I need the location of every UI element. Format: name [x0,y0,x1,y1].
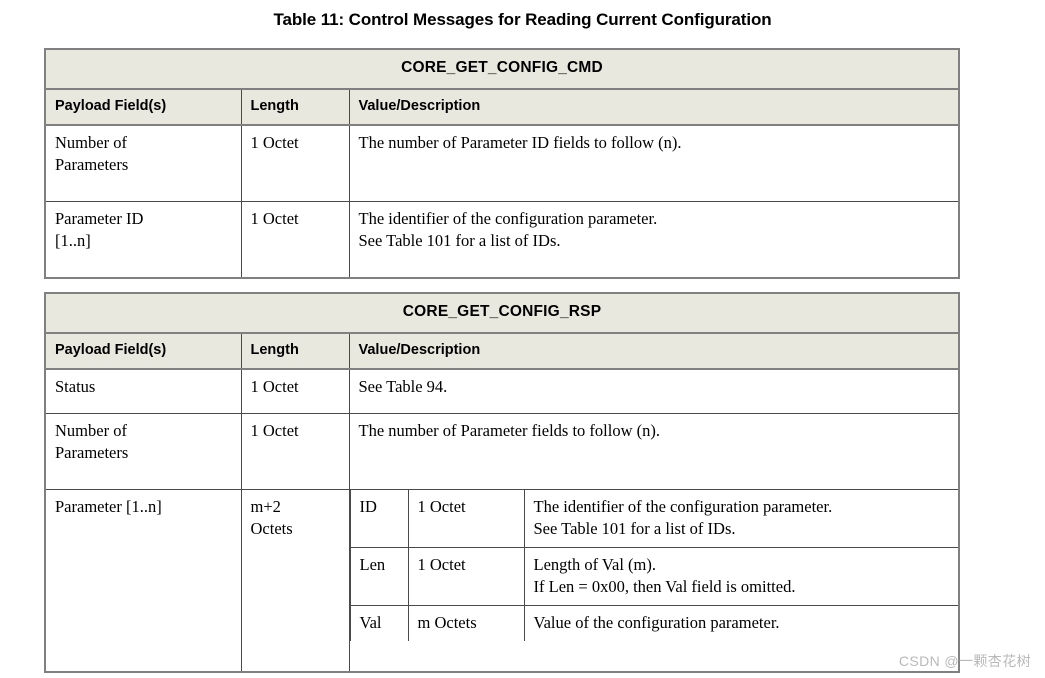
cell-length: 1 Octet [240,368,350,414]
length-line-2: Octets [250,518,293,538]
field-line-2: Parameters [55,442,129,462]
column-header-length: Length [240,332,350,370]
table-row: Parameter ID [1..n] 1 Octet The identifi… [44,200,960,279]
table-core-get-config-rsp: CORE_GET_CONFIG_RSP Payload Field(s) Len… [44,292,961,673]
cell-length: 1 Octet [240,200,350,279]
subrow-val: Val m Octets Value of the configuration … [349,604,959,641]
desc-line-1: The identifier of the configuration para… [358,208,658,228]
table-title-row: CORE_GET_CONFIG_RSP [44,292,960,334]
page-title: Table 11: Control Messages for Reading C… [273,10,772,29]
cell-length: 1 Octet [240,124,350,202]
desc-line-1: The number of Parameter ID fields to fol… [358,132,682,152]
cell-payload-field: Number of Parameters [44,412,242,490]
subfield-name: ID [349,489,409,548]
subrow-id: ID 1 Octet The identifier of the configu… [349,489,959,548]
desc-line-2: See Table 101 for a list of IDs. [533,518,736,538]
subfield-name: Val [349,604,409,641]
table-row: Status 1 Octet See Table 94. [44,368,960,414]
cell-description: The identifier of the configuration para… [348,200,960,279]
column-header-payload-field: Payload Field(s) [44,88,242,126]
cell-length: m+2 Octets [240,488,350,673]
field-line-1: Status [55,376,96,396]
desc-line-1: Value of the configuration parameter. [533,612,780,632]
subfield-length: m Octets [407,604,525,641]
subfield-length: 1 Octet [407,546,525,606]
table-name-rsp: CORE_GET_CONFIG_RSP [44,292,960,334]
parameter-subfields-table: ID 1 Octet The identifier of the configu… [349,489,959,641]
subfield-length: 1 Octet [407,489,525,548]
column-header-value-description: Value/Description [348,88,960,126]
desc-line-1: Length of Val (m). [533,554,657,574]
field-line-2: [1..n] [55,230,91,250]
column-header-value-description: Value/Description [348,332,960,370]
cell-parameter-subtable: ID 1 Octet The identifier of the configu… [349,489,959,672]
column-header-payload-field: Payload Field(s) [44,332,242,370]
field-line-2: Parameters [55,154,129,174]
csdn-watermark: CSDN @一颗杏花树 [898,653,1031,669]
subfield-description: Length of Val (m). If Len = 0x00, then V… [523,546,959,606]
desc-line-2: If Len = 0x00, then Val field is omitted… [533,576,796,596]
cell-description: The number of Parameter ID fields to fol… [348,124,960,202]
subfield-name: Len [349,546,409,606]
cell-length: 1 Octet [240,412,350,490]
desc-line-1: The number of Parameter fields to follow… [358,420,661,440]
cell-payload-field: Number of Parameters [44,124,242,202]
table-header-row: Payload Field(s) Length Value/Descriptio… [44,88,960,126]
cell-description: The number of Parameter fields to follow… [348,412,960,490]
table-title-row: CORE_GET_CONFIG_CMD [44,48,960,90]
table-row-parameter: Parameter [1..n] m+2 Octets ID 1 O [44,488,959,673]
field-line-1: Parameter [1..n] [55,496,162,516]
column-header-length: Length [240,88,350,126]
desc-line-1: The identifier of the configuration para… [533,496,833,516]
table-header-row: Payload Field(s) Length Value/Descriptio… [44,332,960,370]
table-row: Number of Parameters 1 Octet The number … [44,412,960,490]
desc-line-1: See Table 94. [358,376,448,396]
cell-description: See Table 94. [348,368,960,414]
subfield-description: The identifier of the configuration para… [523,489,959,548]
length-line-1: m+2 [250,496,281,516]
desc-line-2: See Table 101 for a list of IDs. [358,230,561,250]
cell-payload-field: Parameter [1..n] [44,488,242,673]
table-core-get-config-cmd: CORE_GET_CONFIG_CMD Payload Field(s) Len… [44,48,961,279]
subfield-description: Value of the configuration parameter. [523,604,959,641]
table-row: Number of Parameters 1 Octet The number … [44,124,960,202]
table-name-cmd: CORE_GET_CONFIG_CMD [44,48,960,90]
cell-payload-field: Status [44,368,242,414]
field-line-1: Number of [55,420,127,440]
field-line-1: Number of [55,132,127,152]
subrow-len: Len 1 Octet Length of Val (m). If Len = … [349,546,959,606]
cell-payload-field: Parameter ID [1..n] [44,200,242,279]
field-line-1: Parameter ID [55,208,144,228]
